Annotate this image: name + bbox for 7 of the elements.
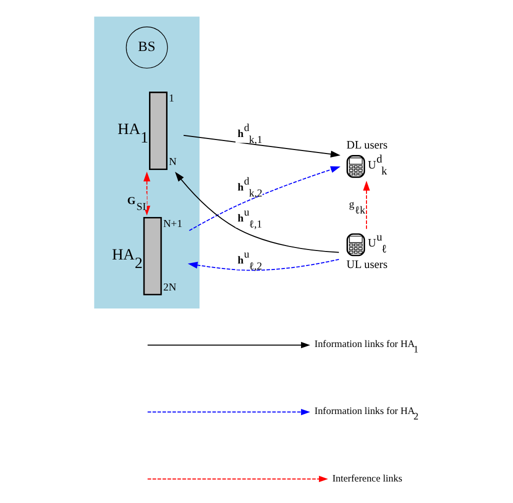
node-label: 2N [163, 281, 176, 294]
node-label: N+1 [163, 218, 182, 230]
node-label: 1 [168, 92, 174, 105]
node-label: N [168, 156, 177, 168]
node-label: DL users [346, 139, 388, 152]
legend-label: Interference links [332, 474, 402, 485]
node-label: UL users [346, 259, 388, 272]
